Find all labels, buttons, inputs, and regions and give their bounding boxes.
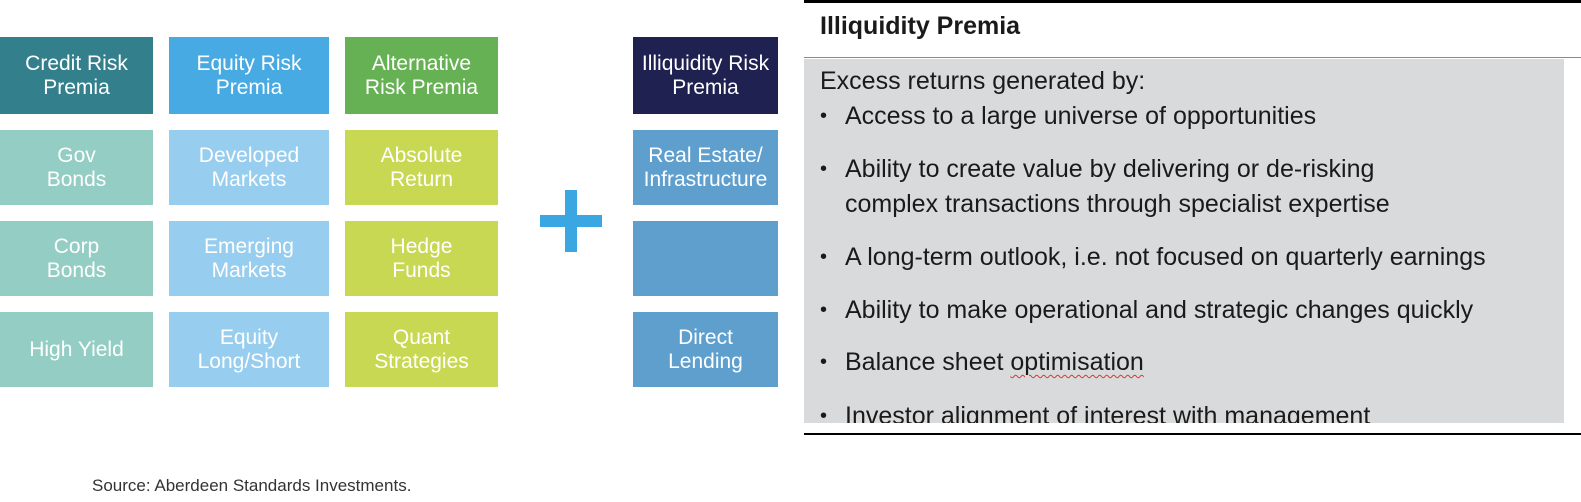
direct-lending-line-2: Lending [668,349,743,373]
bullet-text: Ability to create value by delivering or… [845,155,1375,183]
alternative-header-line-1: Alternative [371,51,472,75]
real-estate-infrastructure-tile: Real Estate/ Infrastructure [633,130,778,205]
illiquidity-risk-premia-header: Illiquidity Risk Premia [633,37,778,114]
developed-markets-tile: Developed Markets [169,130,329,205]
real-estate-line-1: Real Estate/ [648,143,763,167]
blank-illiquidity-tile [633,221,778,296]
bullet-dot: • [820,105,828,127]
bullet-dot: • [820,405,828,423]
hedge-funds-line-1: Hedge [390,234,453,258]
quant-strategies-line-2: Strategies [374,349,469,373]
spellcheck-underlined-word: optimisation [1010,348,1144,376]
direct-lending-line-1: Direct [678,325,733,349]
developed-markets-line-2: Markets [211,167,287,191]
bullet-text: complex transactions through specialist … [845,190,1390,218]
high-yield-line-1: High Yield [29,337,124,361]
absolute-return-tile: Absolute Return [345,130,498,205]
equity-header-line-2: Premia [215,75,283,99]
emerging-markets-tile: Emerging Markets [169,221,329,296]
quant-strategies-line-1: Quant [392,325,451,349]
hedge-funds-line-2: Funds [392,258,451,282]
absolute-return-line-1: Absolute [380,143,463,167]
emerging-markets-line-1: Emerging [204,234,294,258]
bullet-text: A long-term outlook, i.e. not focused on… [845,243,1486,271]
illiquidity-header-line-2: Premia [672,75,739,99]
real-estate-line-2: Infrastructure [643,167,768,191]
corp-bonds-line-1: Corp [53,234,100,258]
high-yield-tile: High Yield [0,312,153,387]
bullet-dot: • [820,351,828,373]
credit-risk-premia-header: Credit Risk Premia [0,37,153,114]
source-note: Source: Aberdeen Standards Investments. [92,476,412,495]
corp-bonds-tile: Corp Bonds [0,221,153,296]
bullet-dot: • [820,299,828,321]
quant-strategies-tile: Quant Strategies [345,312,498,387]
equity-long-short-tile: Equity Long/Short [169,312,329,387]
absolute-return-line-2: Return [389,167,453,191]
equity-risk-premia-header: Equity Risk Premia [169,37,329,114]
bullet-text: Balance sheet optimisation [845,345,1144,380]
bullet-text-part: Balance sheet [845,348,1011,376]
developed-markets-line-1: Developed [198,143,300,167]
emerging-markets-line-2: Markets [211,258,287,282]
bullet-text: Ability to make operational and strategi… [845,296,1474,324]
credit-header-line-2: Premia [43,75,110,99]
panel-intro: Excess returns generated by: [820,67,1146,95]
bullet-dot: • [820,246,828,268]
plus-icon-vertical-bar [565,190,577,252]
gov-bonds-tile: Gov Bonds [0,130,153,205]
plus-icon [540,190,602,252]
equity-header-line-1: Equity Risk [196,51,302,75]
panel-top-rule [804,0,1581,3]
alternative-risk-premia-header: Alternative Risk Premia [345,37,498,114]
corp-bonds-line-2: Bonds [46,258,107,282]
panel-title: Illiquidity Premia [820,12,1021,40]
panel-body: Excess returns generated by: • Access to… [804,59,1570,423]
bullet-dot: • [820,158,828,180]
bullet-text: Investor alignment of interest with mana… [845,402,1371,423]
equity-long-short-line-1: Equity [219,325,279,349]
gov-bonds-line-1: Gov [57,143,96,167]
gov-bonds-line-2: Bonds [46,167,107,191]
credit-header-line-1: Credit Risk [25,51,128,75]
panel-bottom-rule [804,433,1581,435]
illiquidity-header-line-1: Illiquidity Risk [641,51,770,75]
direct-lending-tile: Direct Lending [633,312,778,387]
panel-title-rule [804,57,1581,58]
hedge-funds-tile: Hedge Funds [345,221,498,296]
bullet-text: Access to a large universe of opportunit… [845,102,1317,130]
alternative-header-line-2: Risk Premia [364,75,479,99]
equity-long-short-line-2: Long/Short [197,349,301,373]
